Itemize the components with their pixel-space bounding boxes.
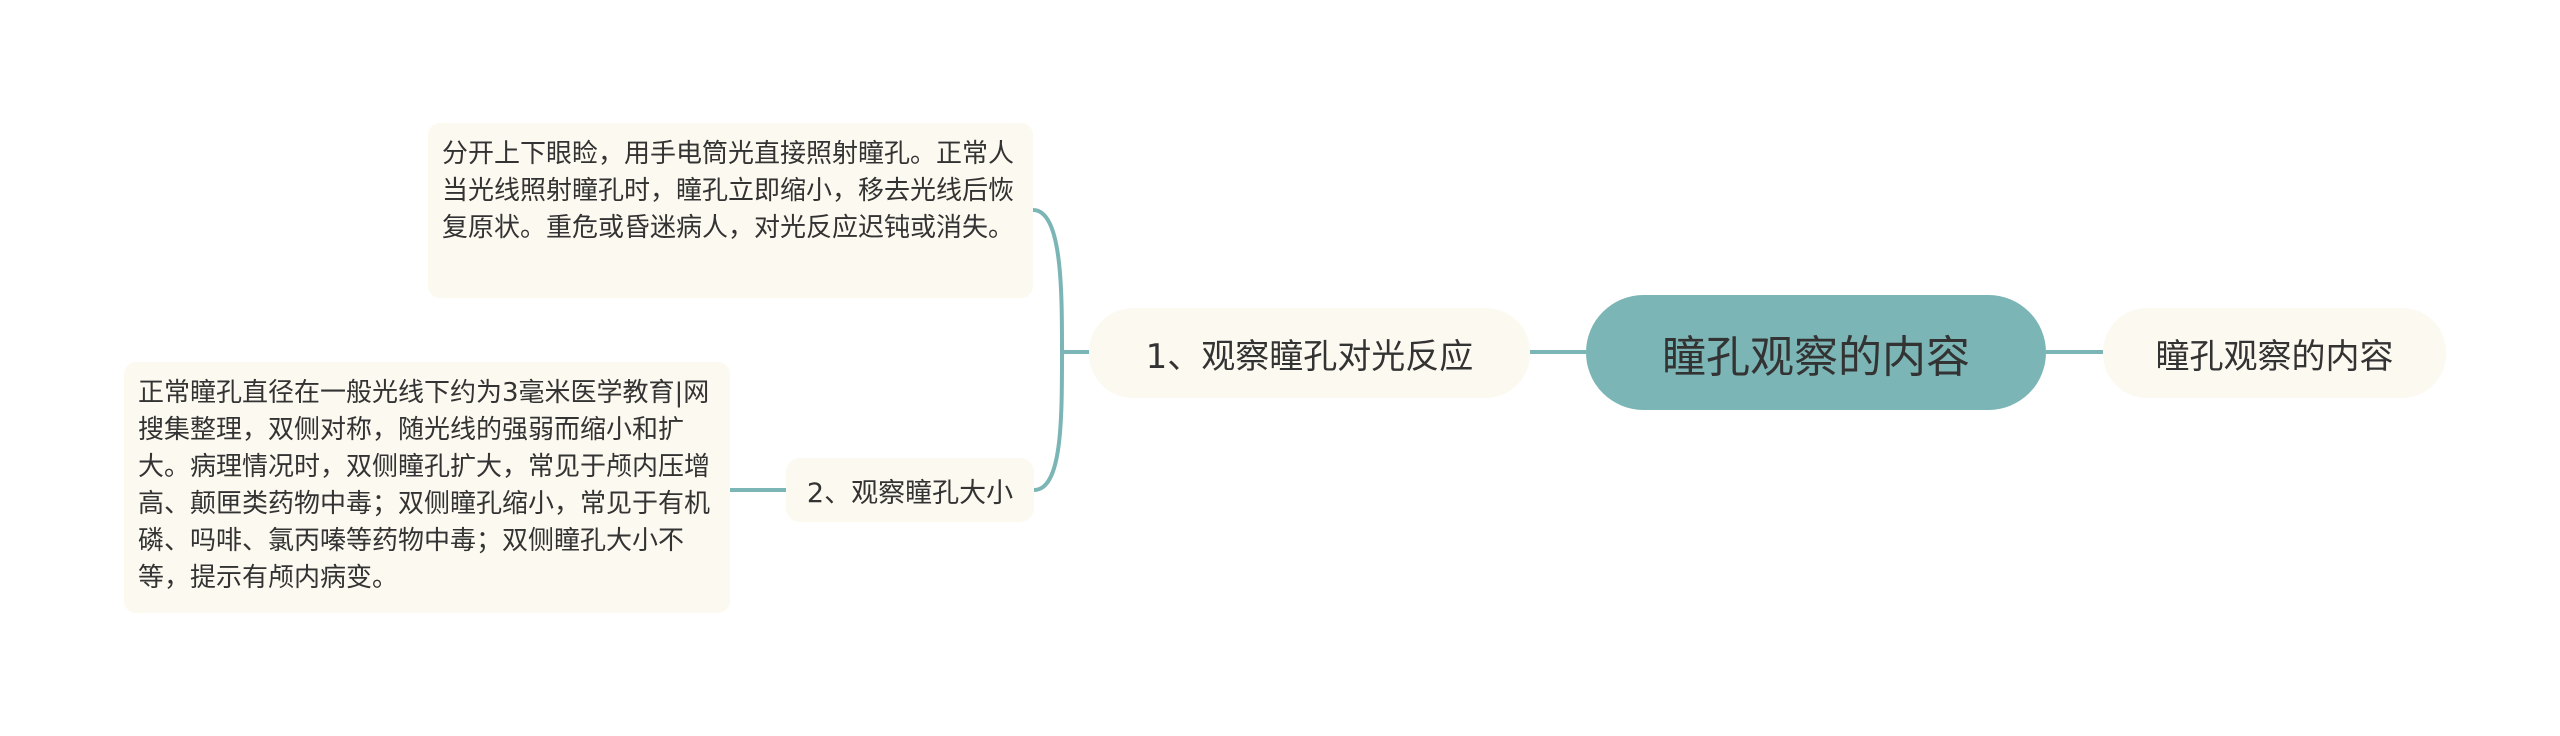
root-node[interactable]: 瞳孔观察的内容 — [1586, 295, 2046, 410]
branch-label-pupil-light-reaction: 1、观察瞳孔对光反应 — [1145, 336, 1474, 377]
detail-text-pupil-size: 正常瞳孔直径在一般光线下约为3毫米医学教育|网搜集整理，双侧对称，随光线的强弱而… — [138, 378, 711, 593]
branch-node-pupil-size[interactable]: 2、观察瞳孔大小 — [786, 458, 1034, 522]
root-node-label: 瞳孔观察的内容 — [1662, 331, 1970, 383]
detail-text-pupil-light-reaction: 分开上下眼睑，用手电筒光直接照射瞳孔。正常人当光线照射瞳孔时，瞳孔立即缩小，移去… — [442, 139, 1015, 243]
connector-branch-1-leaf-1 — [1032, 208, 1089, 354]
branch-label-pupil-size: 2、观察瞳孔大小 — [806, 477, 1014, 509]
right-topic-node[interactable]: 瞳孔观察的内容 — [2103, 308, 2446, 398]
branch-node-pupil-light-reaction[interactable]: 1、观察瞳孔对光反应 — [1089, 308, 1530, 398]
connector-branch-1-branch-2 — [1033, 351, 1064, 492]
right-topic-label: 瞳孔观察的内容 — [2155, 336, 2394, 377]
detail-node-pupil-light-reaction[interactable]: 分开上下眼睑，用手电筒光直接照射瞳孔。正常人当光线照射瞳孔时，瞳孔立即缩小，移去… — [428, 123, 1033, 298]
detail-node-pupil-size[interactable]: 正常瞳孔直径在一般光线下约为3毫米医学教育|网搜集整理，双侧对称，随光线的强弱而… — [124, 362, 730, 613]
